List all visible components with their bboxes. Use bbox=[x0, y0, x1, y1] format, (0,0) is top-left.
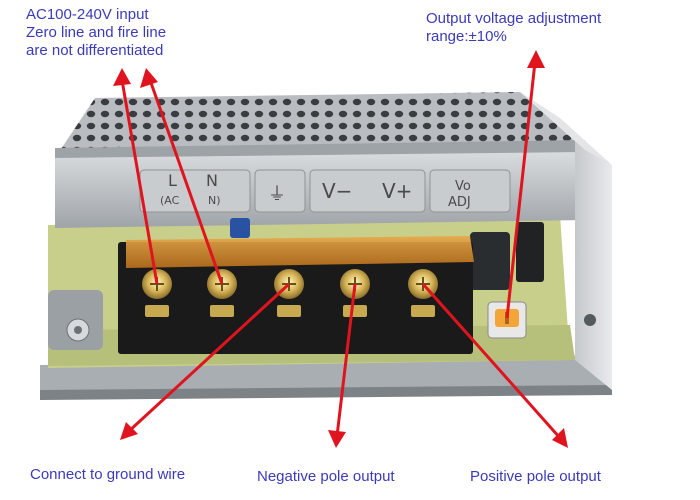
arrow-ground bbox=[120, 282, 291, 440]
ac-input-line2: Zero line and fire line bbox=[26, 24, 167, 41]
marking-vo: Vo bbox=[455, 179, 471, 194]
terminal-block bbox=[118, 236, 474, 354]
arrow-input-l bbox=[113, 68, 159, 285]
negative-pole-label: Negative pole output bbox=[257, 468, 395, 485]
ac-input-label: AC100-240V input Zero line and fire line… bbox=[26, 6, 256, 60]
arrow-input-n bbox=[140, 68, 224, 285]
arrow-adjust bbox=[505, 50, 545, 319]
voltage-adjust-line2: range:±10% bbox=[426, 28, 507, 45]
marking-vplus: V+ bbox=[382, 179, 412, 203]
ac-input-line3: are not differentiated bbox=[26, 42, 164, 59]
marking-ac-left: (AC bbox=[160, 194, 180, 207]
arrow-positive bbox=[421, 283, 568, 448]
ac-input-line1: AC100-240V input bbox=[26, 6, 149, 23]
marking-ground: ⏚ bbox=[268, 184, 286, 205]
ground-wire-label: Connect to ground wire bbox=[30, 466, 186, 483]
voltage-adjust-line1: Output voltage adjustment bbox=[426, 10, 602, 27]
front-plate bbox=[55, 152, 585, 228]
terminal-markings: L N (AC N) ⏚ V− V+ Vo ADJ bbox=[160, 171, 471, 210]
positive-pole-label: Positive pole output bbox=[470, 468, 601, 485]
marking-l: L bbox=[168, 171, 177, 190]
arrow-negative bbox=[328, 283, 357, 448]
voltage-adjust-label: Output voltage adjustment range:±10% bbox=[426, 10, 676, 46]
left-bracket bbox=[48, 290, 103, 350]
annotation-arrows bbox=[113, 50, 568, 448]
marking-ac-right: N) bbox=[208, 194, 221, 207]
internal-components bbox=[230, 218, 596, 326]
marking-vminus: V− bbox=[322, 179, 352, 203]
side-wall bbox=[520, 92, 612, 390]
marking-n: N bbox=[206, 171, 218, 190]
marking-adj: ADJ bbox=[448, 195, 471, 210]
